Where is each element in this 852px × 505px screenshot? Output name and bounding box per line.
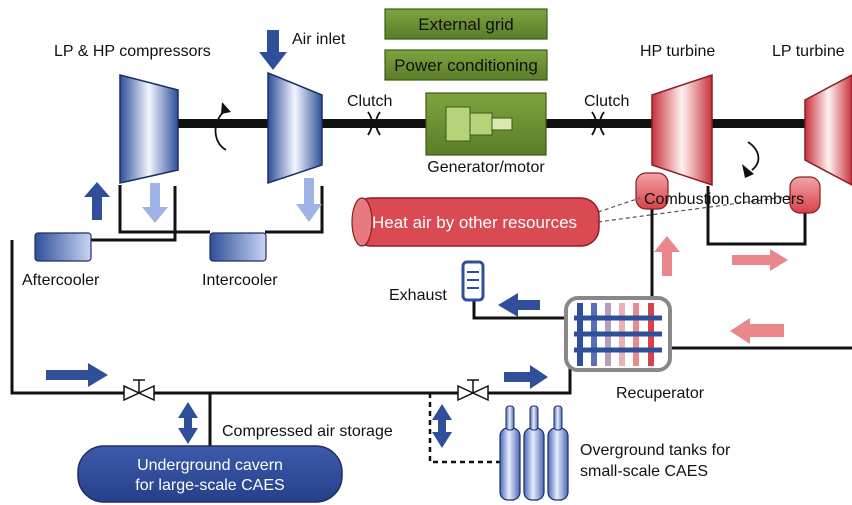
clutch-right-label: Clutch (584, 93, 629, 110)
generator-stator (469, 112, 493, 136)
valve-right-icon (457, 379, 489, 402)
generator-shaft (491, 117, 513, 131)
combustion-chambers-label: Combustion chambers (644, 191, 804, 208)
cavern-label-line2: for large-scale CAES (135, 477, 284, 494)
heat-leader-lines (597, 195, 793, 223)
tanks-label-line1: Overground tanks for (580, 442, 731, 459)
external-grid-label: External grid (418, 15, 513, 34)
tank-link-dashed (428, 393, 500, 464)
left-arrow-blue-icon (498, 293, 540, 317)
hp-turbine (651, 73, 713, 187)
hp-combustion-chamber (635, 172, 669, 210)
down-arrow-icon (296, 178, 322, 222)
heat-air-label: Heat air by other resources (372, 213, 577, 232)
aftercooler-label: Aftercooler (22, 272, 100, 289)
down-arrow-icon (142, 183, 168, 223)
rotation-arrow-icon (214, 109, 227, 151)
power-conditioning-box (384, 49, 548, 81)
lp-turbine (804, 74, 852, 186)
right-arrow-blue-icon (504, 365, 548, 389)
compressed-air-storage-label: Compressed air storage (222, 423, 393, 440)
compressors-label: LP & HP compressors (54, 43, 211, 60)
recuperator-headers (574, 315, 662, 353)
cavern-label-line1: Underground cavern (137, 457, 283, 474)
clutch-right-icon (591, 111, 605, 136)
underground-cavern (77, 445, 343, 503)
right-arrow-blue-icon (46, 363, 108, 387)
air-inlet-arrow-icon (259, 30, 287, 70)
exhaust-label: Exhaust (389, 287, 447, 304)
storage-double-arrow-icon (178, 402, 198, 444)
intercooler-label: Intercooler (202, 272, 278, 289)
tanks-label-line2: small-scale CAES (580, 463, 708, 480)
heat-air-cap (351, 197, 373, 247)
right-arrow-red-icon (732, 249, 788, 271)
external-grid-box (384, 8, 548, 40)
valve-left-icon (123, 379, 155, 402)
intercooler (209, 232, 267, 262)
aftercooler (34, 232, 92, 262)
air-piping (10, 185, 852, 448)
exhaust-fins (467, 271, 479, 289)
tank-double-arrow-icon (432, 404, 452, 448)
up-arrow-red-icon (654, 236, 680, 276)
generator-motor-label: Generator/motor (427, 159, 545, 176)
overground-tanks (499, 405, 569, 501)
rotation-arrowhead-icon (221, 102, 231, 114)
up-arrow-icon (84, 182, 110, 220)
hp-turbine-label: HP turbine (640, 43, 715, 60)
hp-compressor (267, 71, 323, 185)
air-inlet-label: Air inlet (292, 31, 346, 48)
lp-turbine-label: LP turbine (772, 43, 845, 60)
turbine-rotation-arrowhead-icon (742, 164, 754, 178)
clutch-left-icon (367, 111, 381, 136)
left-arrow-red-icon (730, 318, 784, 344)
clutch-left-label: Clutch (347, 93, 392, 110)
turbine-rotation-icon (747, 141, 760, 171)
lp-compressor (119, 74, 179, 184)
power-conditioning-label: Power conditioning (394, 56, 538, 75)
recuperator-label: Recuperator (616, 385, 705, 402)
lp-combustion-chamber (789, 176, 821, 214)
generator-rotor (445, 106, 471, 142)
